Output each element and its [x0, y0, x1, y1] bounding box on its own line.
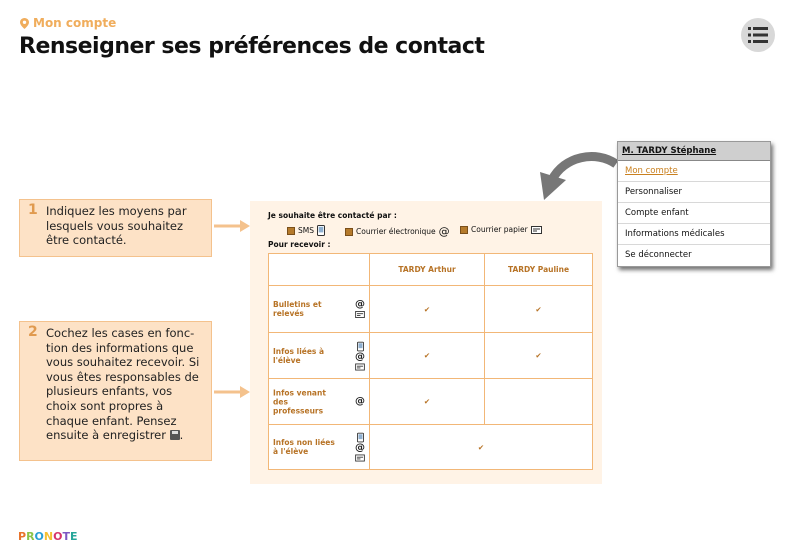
logo-letter: N: [43, 530, 54, 543]
letter-icon: [355, 311, 365, 318]
page-title: Renseigner ses préférences de contact: [19, 34, 485, 59]
table-row: Infos liées à l'élève @ ✔ ✔: [268, 332, 593, 379]
menu-item-personnaliser[interactable]: Personnaliser: [618, 182, 770, 203]
arrow-right-icon: [214, 220, 250, 232]
receive-label: Pour recevoir :: [268, 240, 331, 249]
logo-letter: E: [70, 530, 78, 543]
letter-icon: [355, 363, 365, 370]
row-label: Infos non liées à l'élève @: [268, 424, 370, 470]
phone-icon: [356, 432, 364, 443]
phone-icon: [356, 341, 364, 351]
save-icon: [169, 430, 180, 441]
pronote-logo: PRONOTE: [18, 530, 78, 543]
table-corner: [268, 253, 370, 286]
row-label: Infos venant des professeurs @: [268, 378, 370, 425]
row-label: Bulletins et relevés @: [268, 285, 370, 333]
checkbox-sms[interactable]: [287, 226, 295, 235]
location-pin-icon: [20, 17, 29, 29]
check-cell[interactable]: ✔: [369, 285, 485, 333]
column-header: TARDY Arthur: [369, 253, 485, 286]
checkbox-email[interactable]: [345, 227, 353, 236]
preferences-table: TARDY Arthur TARDY Pauline Bulletins et …: [268, 253, 593, 470]
arrow-right-icon: [214, 386, 250, 398]
list-icon: [748, 27, 768, 43]
column-header: TARDY Pauline: [484, 253, 593, 286]
check-cell[interactable]: ✔: [484, 285, 593, 333]
at-icon: @: [355, 442, 365, 454]
logo-letter: O: [53, 530, 63, 543]
checkbox-paper[interactable]: [460, 225, 468, 234]
check-cell[interactable]: ✔: [484, 332, 593, 379]
table-row: Bulletins et relevés @ ✔ ✔: [268, 285, 593, 333]
at-icon: @: [355, 395, 365, 407]
option-paper[interactable]: Courrier papier: [460, 225, 542, 234]
contact-label: Je souhaite être contacté par :: [268, 211, 397, 220]
option-email[interactable]: Courrier électronique @: [345, 225, 450, 238]
check-cell[interactable]: ✔: [369, 332, 485, 379]
menu-item-mon-compte[interactable]: Mon compte: [618, 161, 770, 182]
step-1: 1 Indiquez les moyens par lesquels vous …: [19, 199, 212, 257]
section-label: Mon compte: [20, 16, 116, 30]
step-text: Cochez les cases en fonc-tion des inform…: [46, 326, 200, 443]
logo-letter: T: [62, 530, 70, 543]
at-icon: @: [355, 299, 365, 310]
step-number: 1: [28, 202, 38, 218]
account-user-name: M. TARDY Stéphane: [618, 142, 770, 161]
option-sms[interactable]: SMS: [287, 225, 325, 236]
step-2: 2 Cochez les cases en fonc-tion des info…: [19, 321, 212, 461]
letter-icon: [355, 454, 365, 462]
check-cell[interactable]: ✔: [369, 378, 485, 425]
step-text: Indiquez les moyens par lesquels vous so…: [46, 204, 187, 248]
account-menu: M. TARDY Stéphane Mon compte Personnalis…: [617, 141, 771, 267]
section-text: Mon compte: [33, 16, 117, 30]
table-header-row: TARDY Arthur TARDY Pauline: [268, 253, 593, 286]
table-row: Infos venant des professeurs @ ✔: [268, 378, 593, 425]
logo-letter: O: [34, 530, 44, 543]
table-row: Infos non liées à l'élève @ ✔: [268, 424, 593, 470]
menu-item-informations-medicales[interactable]: Informations médicales: [618, 224, 770, 245]
check-cell-merged[interactable]: ✔: [369, 424, 593, 470]
menu-button[interactable]: [741, 18, 775, 52]
row-label: Infos liées à l'élève @: [268, 332, 370, 379]
menu-item-compte-enfant[interactable]: Compte enfant: [618, 203, 770, 224]
logo-letter: P: [18, 530, 27, 543]
menu-item-se-deconnecter[interactable]: Se déconnecter: [625, 250, 692, 260]
letter-icon: [530, 225, 542, 234]
curved-arrow-icon: [540, 152, 618, 200]
logo-letter: R: [26, 530, 35, 543]
at-icon: @: [355, 351, 365, 362]
step-number: 2: [28, 324, 38, 340]
phone-icon: [317, 225, 325, 236]
at-icon: @: [438, 225, 450, 238]
check-cell[interactable]: [484, 378, 593, 425]
